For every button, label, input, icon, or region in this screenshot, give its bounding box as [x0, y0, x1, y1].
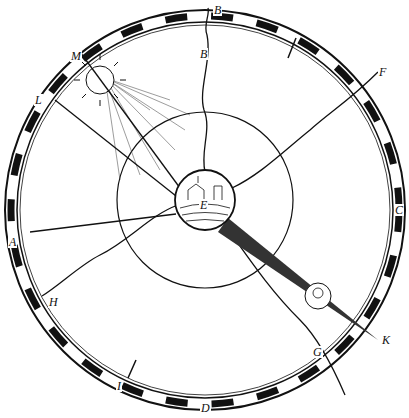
point-letter: D: [200, 402, 211, 414]
point-letter: E: [199, 199, 208, 211]
point-letter: F: [378, 66, 387, 78]
point-letter: K: [381, 334, 391, 346]
point-letter: C: [394, 204, 404, 216]
point-letter: M: [70, 50, 82, 62]
point-letter: H: [48, 296, 59, 308]
point-letter: A: [8, 236, 17, 248]
point-letter: B: [199, 48, 208, 60]
point-letter: B: [213, 4, 222, 16]
point-letter: L: [34, 94, 43, 106]
point-letter: I: [116, 380, 122, 392]
point-letter: G: [312, 346, 323, 358]
